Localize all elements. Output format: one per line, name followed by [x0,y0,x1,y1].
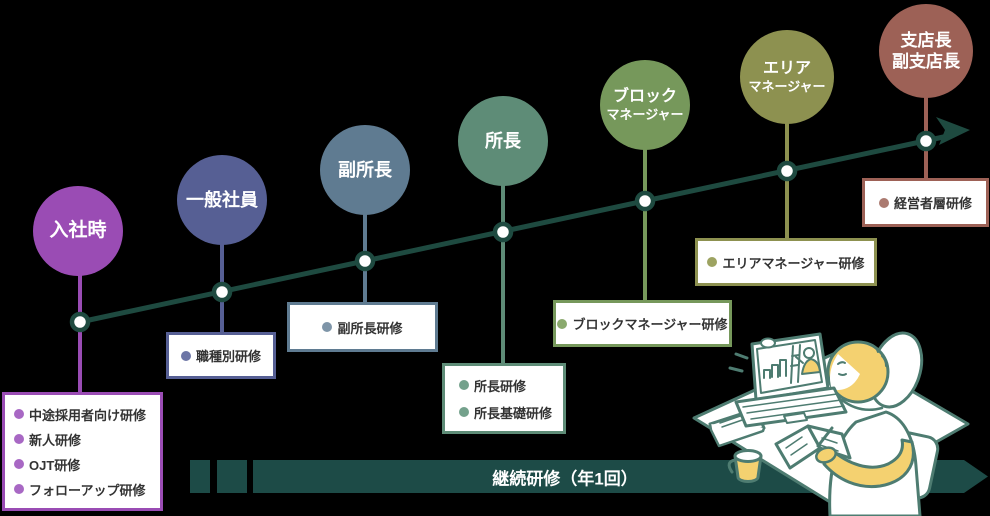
laptop-icon [734,332,848,428]
pen-icon [816,426,834,448]
training-item: 中途採用者向け研修 [5,402,160,427]
stage-circle-block-manager: ブロック マネージャー [600,60,690,150]
bullet-icon [14,434,24,444]
stage-circle-director: 所長 [458,96,548,186]
bullet-icon [878,197,889,208]
training-item: 所長基礎研修 [445,399,563,426]
training-label: 所長研修 [474,378,527,394]
training-item: 所長研修 [445,372,563,399]
stage-label: 支店長 [900,30,952,50]
stage-label: 所長 [485,130,521,151]
bar-dash [190,460,210,493]
training-label: エリアマネージャー研修 [722,255,865,271]
training-box-general-staff: 職種別研修 [166,332,276,379]
training-item: エリアマネージャー研修 [701,253,870,272]
bullet-icon [14,484,24,494]
bullet-icon [459,380,469,390]
training-item: 経営者層研修 [873,193,978,212]
sparkle-icon [728,352,749,373]
arrowhead-icon [936,117,970,145]
training-box-block-manager: ブロックマネージャー研修 [553,300,732,347]
stage-label: 入社時 [49,220,107,242]
training-label: 副所長研修 [337,320,403,336]
stage-circle-entry: 入社時 [33,186,123,276]
bullet-icon [14,409,24,419]
stage-label: 副所長 [338,159,392,180]
stage-circle-branch-manager: 支店長 副支店長 [879,4,973,98]
training-item: フォローアップ研修 [5,477,160,502]
person-figure [826,331,924,516]
hand [815,446,837,464]
milestone-node [776,160,798,182]
stage-label: 副支店長 [892,52,960,71]
training-box-entry: 中途採用者向け研修 新人研修 OJT研修 フォローアップ研修 [2,392,163,511]
notebook-icon [774,424,852,470]
milestone-node [634,190,656,212]
stage-circle-general-staff: 一般社員 [177,155,267,245]
milestone-node [492,221,514,243]
mug-icon [727,449,763,483]
training-label: フォローアップ研修 [29,482,146,498]
training-box-director: 所長研修 所長基礎研修 [442,363,566,434]
stage-circle-deputy-director: 副所長 [320,125,410,215]
bullet-icon [707,257,718,267]
stage-label: エリア [762,59,811,77]
stage-label: ブロック [612,87,677,105]
arm-with-pen [815,426,915,489]
bullet-icon [14,459,24,469]
training-item: 新人研修 [5,427,160,452]
stage-label: マネージャー [606,106,684,122]
training-box-branch-manager: 経営者層研修 [862,178,989,227]
training-label: OJT研修 [29,457,81,473]
training-item: 職種別研修 [175,346,267,365]
training-label: 所長基礎研修 [474,405,553,421]
training-label: 中途採用者向け研修 [29,407,147,423]
stage-label: マネージャー [748,78,826,94]
training-label: 経営者層研修 [893,196,972,211]
bullet-icon [322,322,333,332]
bullet-icon [557,318,568,329]
training-box-area-manager: エリアマネージャー研修 [695,238,877,286]
milestone-node [211,281,233,303]
milestone-node [915,130,937,152]
milestone-node [354,250,376,272]
training-label: 新人研修 [29,432,82,448]
training-label: ブロックマネージャー研修 [572,317,728,332]
training-item: ブロックマネージャー研修 [551,314,733,333]
bar-dash [217,460,247,493]
bullet-icon [180,350,191,361]
training-item: 副所長研修 [316,318,408,337]
training-item: OJT研修 [5,452,160,477]
stage-label: 一般社員 [186,189,258,210]
training-label: 職種別研修 [195,349,261,364]
continuous-training-label: 継続研修（年1回） [492,469,638,488]
milestone-node [69,311,91,333]
stage-circle-area-manager: エリア マネージャー [740,30,834,124]
training-box-deputy-director: 副所長研修 [287,302,438,352]
study-illustration [692,331,970,516]
bullet-icon [459,407,469,417]
